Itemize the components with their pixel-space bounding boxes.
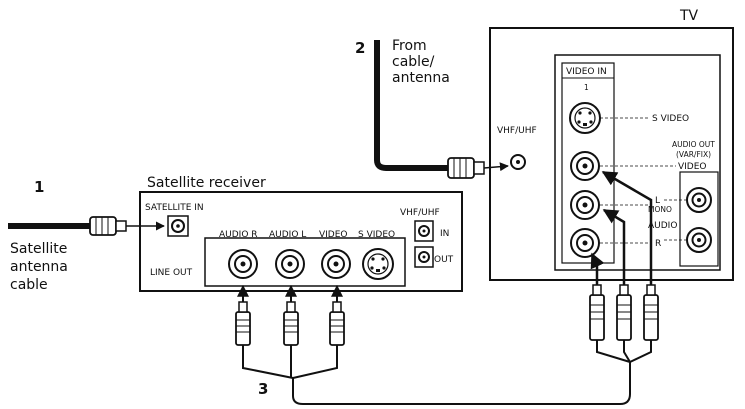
receiver-video-label: VIDEO (319, 230, 348, 240)
antenna-cable (374, 40, 509, 179)
step1-line1: Satellite (10, 241, 67, 257)
tv-audio-l-label: L (655, 196, 660, 206)
tv-audio-out-label: AUDIO OUT (672, 140, 715, 149)
tv-audio-r-jack[interactable] (570, 228, 600, 258)
tv-s-video-jack[interactable] (569, 102, 601, 134)
receiver-vhf-out-jack[interactable] (414, 246, 434, 268)
av-cable (235, 170, 659, 405)
receiver-video-jack[interactable] (321, 249, 351, 279)
tv-plug-audio-l (602, 208, 632, 341)
tv-audio-r-label: R (655, 239, 661, 249)
step1-line3: cable (10, 277, 48, 293)
satellite-receiver: Satellite receiver SATELLITE IN LINE OUT… (139, 175, 463, 292)
tv-audio-mono-label: MONO (648, 205, 672, 214)
receiver-title: Satellite receiver (147, 175, 266, 191)
receiver-line-out-panel (204, 237, 406, 287)
step1-line2: antenna (10, 259, 68, 275)
receiver-s-video-jack[interactable] (362, 248, 394, 280)
tv-video-jack[interactable] (570, 151, 600, 181)
receiver-vhf-uhf-label: VHF/UHF (400, 208, 440, 218)
tv-plug-video (601, 170, 659, 341)
receiver-line-out-label: LINE OUT (150, 268, 193, 278)
step1-number: 1 (34, 178, 44, 196)
tv-audio-l-jack[interactable] (570, 190, 600, 220)
receiver-audio-r-label: AUDIO R (219, 230, 258, 240)
tv-var-fix-label: (VAR/FIX) (676, 150, 711, 159)
receiver-satellite-in-jack[interactable] (167, 215, 189, 237)
tv-audio-out-l-jack[interactable] (686, 187, 712, 213)
receiver-audio-r-jack[interactable] (228, 249, 258, 279)
receiver-in-label: IN (440, 229, 449, 239)
receiver-plug-audio-r (235, 284, 251, 346)
receiver-satellite-in-label: SATELLITE IN (145, 203, 204, 213)
tv-vhf-uhf-jack[interactable] (510, 154, 526, 170)
tv-audio-label: AUDIO (648, 221, 677, 231)
tv-plug-audio-r (589, 252, 605, 341)
step2-number: 2 (355, 39, 365, 57)
tv-panel: TV VIDEO IN 1 S VIDEO VIDEO L MONO (489, 8, 734, 281)
tv-audio-out-r-jack[interactable] (686, 227, 712, 253)
step2-line1: From (392, 38, 427, 54)
tv-s-video-number: 1 (584, 83, 589, 92)
receiver-s-video-label: S VIDEO (358, 230, 395, 240)
step2-line2: cable/ (392, 54, 435, 70)
receiver-audio-l-label: AUDIO L (269, 230, 306, 240)
step3-number: 3 (258, 380, 268, 398)
satellite-antenna-cable (8, 216, 165, 236)
tv-title: TV (679, 8, 699, 24)
tv-s-video-label: S VIDEO (652, 114, 689, 124)
tv-video-label: VIDEO (678, 162, 707, 172)
receiver-out-label: OUT (434, 255, 454, 265)
tv-video-in-label: VIDEO IN (566, 67, 607, 77)
receiver-audio-l-jack[interactable] (275, 249, 305, 279)
tv-vhf-uhf-label: VHF/UHF (497, 126, 537, 136)
step2-line3: antenna (392, 70, 450, 86)
receiver-plug-video (329, 284, 345, 346)
receiver-vhf-in-jack[interactable] (414, 220, 434, 242)
receiver-plug-audio-l (283, 284, 299, 346)
